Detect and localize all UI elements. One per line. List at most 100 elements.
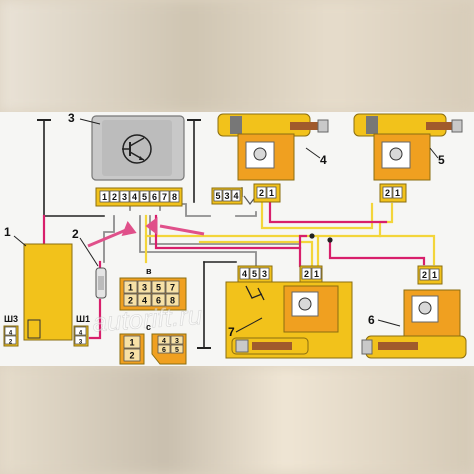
pin-cell	[382, 186, 393, 199]
pin-cell	[137, 280, 152, 294]
blurred-background-top	[0, 0, 474, 112]
pin-label: 8	[170, 296, 175, 306]
pin-cell	[159, 190, 170, 203]
pin-label: 5	[215, 191, 220, 201]
pin-cell	[151, 280, 166, 294]
pin-label: 2	[112, 192, 117, 202]
pin-cell	[169, 190, 180, 203]
pin-cell	[157, 335, 171, 345]
pin-label: 4	[9, 331, 13, 337]
pin-label: 7	[162, 192, 167, 202]
pin-cell	[109, 190, 120, 203]
pin-label: 2	[385, 188, 390, 198]
pin-label: 3	[262, 269, 267, 279]
pin-cell	[4, 326, 17, 336]
pin-label: 5	[156, 283, 161, 293]
sh1-label: Ш1	[76, 314, 90, 324]
fuse-2	[95, 267, 107, 299]
pin-label: 1	[314, 269, 319, 279]
pin-cell	[123, 335, 141, 349]
pin-cell	[213, 189, 223, 202]
pin-cell	[222, 189, 232, 202]
pin-cell	[392, 186, 403, 199]
pin-cell	[165, 280, 180, 294]
pin-label: 6	[162, 347, 166, 354]
pin-label: 4	[162, 338, 166, 345]
pin-cell	[231, 189, 241, 202]
pin-label: 3	[175, 338, 179, 345]
pin-label: 1	[102, 192, 107, 202]
pin-label: 3	[142, 283, 147, 293]
pin-cell	[419, 268, 430, 281]
pin-label: 2	[259, 188, 264, 198]
pin-label: 1	[432, 270, 437, 280]
pin-cell	[123, 348, 141, 362]
pin-cell	[129, 190, 140, 203]
pin-cell	[301, 267, 312, 280]
plug-v-label: в	[146, 266, 152, 276]
pin-cell	[170, 335, 184, 345]
pin-label: 1	[395, 188, 400, 198]
watermark: autorift.ru	[91, 300, 203, 338]
pin-cell	[311, 267, 322, 280]
pin-cell	[123, 293, 138, 307]
pin-label: 2	[304, 269, 309, 279]
pin-label: 4	[242, 269, 247, 279]
callouts	[13, 118, 439, 333]
pin-cell	[4, 335, 17, 345]
pin-label: 4	[142, 296, 147, 306]
sh3-label: Ш3	[4, 314, 18, 324]
label-5: 5	[438, 153, 445, 167]
block-1: 42 43	[3, 243, 89, 347]
label-3: 3	[68, 112, 75, 125]
blurred-background-bottom	[0, 366, 474, 474]
pin-label: 5	[252, 269, 257, 279]
pin-cell	[157, 344, 171, 354]
pin-cell	[99, 190, 110, 203]
pin-cell	[139, 190, 150, 203]
pin-label: 3	[122, 192, 127, 202]
label-2: 2	[72, 227, 79, 241]
pin-label: 4	[233, 191, 238, 201]
label-7: 7	[228, 325, 235, 339]
pin-label: 3	[79, 340, 83, 346]
pin-label: 8	[172, 192, 177, 202]
pin-cell	[119, 190, 130, 203]
pin-cell	[266, 186, 277, 199]
pin-cell	[170, 344, 184, 354]
pin-label: 2	[128, 296, 133, 306]
pin-cell	[256, 186, 267, 199]
pin-label: 1	[269, 188, 274, 198]
pin-cell	[259, 267, 270, 280]
label-4: 4	[320, 153, 327, 167]
pin-label: 2	[422, 270, 427, 280]
pin-label: 3	[224, 191, 229, 201]
highlight-arrows	[87, 217, 205, 248]
pin-label: 2	[129, 351, 134, 361]
pin-cell	[137, 293, 152, 307]
plug-s-label: с	[146, 322, 151, 332]
pin-cell	[249, 267, 260, 280]
label-1: 1	[4, 225, 11, 239]
pin-cell	[151, 293, 166, 307]
pin-label: 2	[9, 340, 13, 346]
pin-cell	[123, 280, 138, 294]
pin-cell	[74, 326, 87, 336]
pin-cell	[149, 190, 160, 203]
pin-cell	[429, 268, 440, 281]
pin-cell	[74, 335, 87, 345]
pin-label: 1	[129, 338, 134, 348]
pin-label: 6	[152, 192, 157, 202]
pin-label: 6	[156, 296, 161, 306]
pin-label: 4	[132, 192, 137, 202]
pin-label: 1	[128, 283, 133, 293]
label-6: 6	[368, 313, 375, 327]
